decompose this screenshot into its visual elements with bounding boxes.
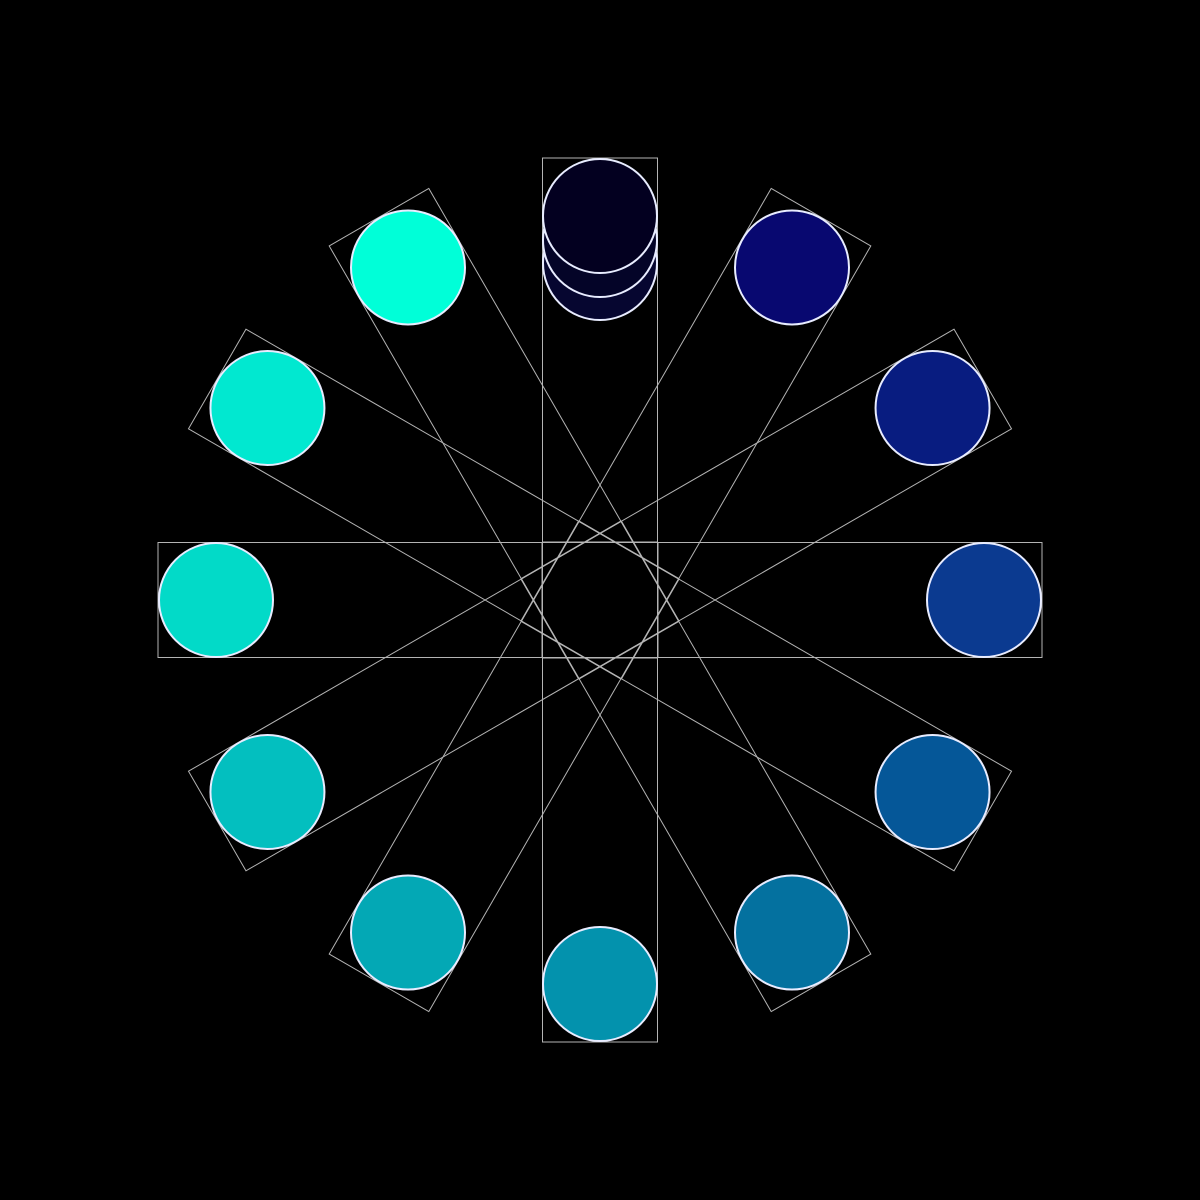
dot-group [158, 158, 1042, 1042]
arm-dot-1 [874, 734, 991, 850]
arm-dot-6 [158, 542, 274, 658]
arm-dot-7 [209, 350, 326, 466]
arm-dot-4 [350, 874, 466, 991]
stacked-dot-2 [542, 158, 658, 274]
arm-frame-11 [520, 328, 1013, 680]
arm-dot-2 [734, 874, 850, 991]
arm-dot-0 [926, 542, 1042, 658]
arm-dot-11 [874, 350, 991, 466]
arm-dot-5 [209, 734, 326, 850]
arm-dot-8 [350, 209, 466, 326]
frame-group [157, 157, 1043, 1043]
arm-dot-10 [734, 209, 850, 326]
arm-dot-3 [542, 926, 658, 1042]
arm-frame-10 [520, 187, 872, 680]
